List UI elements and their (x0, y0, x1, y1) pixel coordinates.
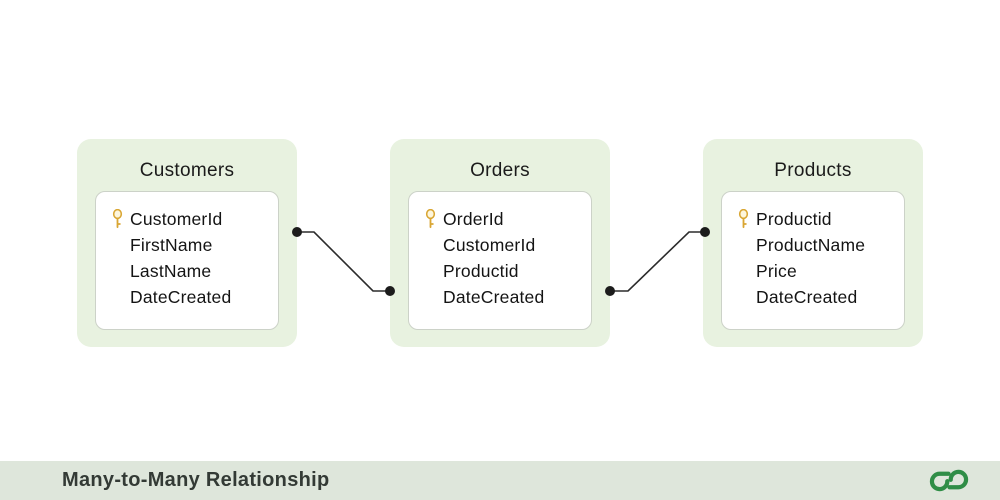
caption-bar: Many-to-Many Relationship (0, 461, 1000, 500)
field-row: OrderId (425, 206, 591, 232)
field-row: Productid (425, 258, 591, 284)
connector-customers-orders (297, 231, 390, 292)
field-row: Price (738, 258, 904, 284)
field-name: DateCreated (443, 286, 545, 307)
table-title: Orders (470, 160, 530, 181)
field-row: CustomerId (425, 232, 591, 258)
field-name: Productid (756, 208, 832, 229)
table-customers: Customers CustomerId FirstName LastName … (77, 139, 297, 347)
table-title: Customers (139, 160, 235, 181)
diagram-caption: Many-to-Many Relationship (62, 469, 330, 491)
field-name: OrderId (443, 208, 504, 229)
field-name: DateCreated (756, 286, 858, 307)
key-icon (112, 209, 130, 229)
table-orders: Orders OrderId CustomerId Productid Date… (390, 139, 610, 347)
field-row: FirstName (112, 232, 278, 258)
table-products: Products Productid ProductName Price Dat… (703, 139, 923, 347)
field-name: LastName (130, 260, 212, 281)
field-box: Productid ProductName Price DateCreated (721, 191, 905, 330)
field-row: Productid (738, 206, 904, 232)
field-row: DateCreated (112, 284, 278, 310)
field-row: CustomerId (112, 206, 278, 232)
geeksforgeeks-logo-icon (926, 467, 972, 499)
field-name: ProductName (756, 234, 866, 255)
key-icon (425, 209, 443, 229)
field-name: CustomerId (443, 234, 536, 255)
field-row: DateCreated (425, 284, 591, 310)
field-box: OrderId CustomerId Productid DateCreated (408, 191, 592, 330)
field-name: Productid (443, 260, 519, 281)
field-box: CustomerId FirstName LastName DateCreate… (95, 191, 279, 330)
field-row: DateCreated (738, 284, 904, 310)
table-title: Products (774, 160, 852, 181)
field-name: DateCreated (130, 286, 232, 307)
field-row: LastName (112, 258, 278, 284)
field-name: CustomerId (130, 208, 223, 229)
connector-orders-products (610, 231, 705, 292)
field-name: Price (756, 260, 797, 281)
field-row: ProductName (738, 232, 904, 258)
field-name: FirstName (130, 234, 213, 255)
key-icon (738, 209, 756, 229)
